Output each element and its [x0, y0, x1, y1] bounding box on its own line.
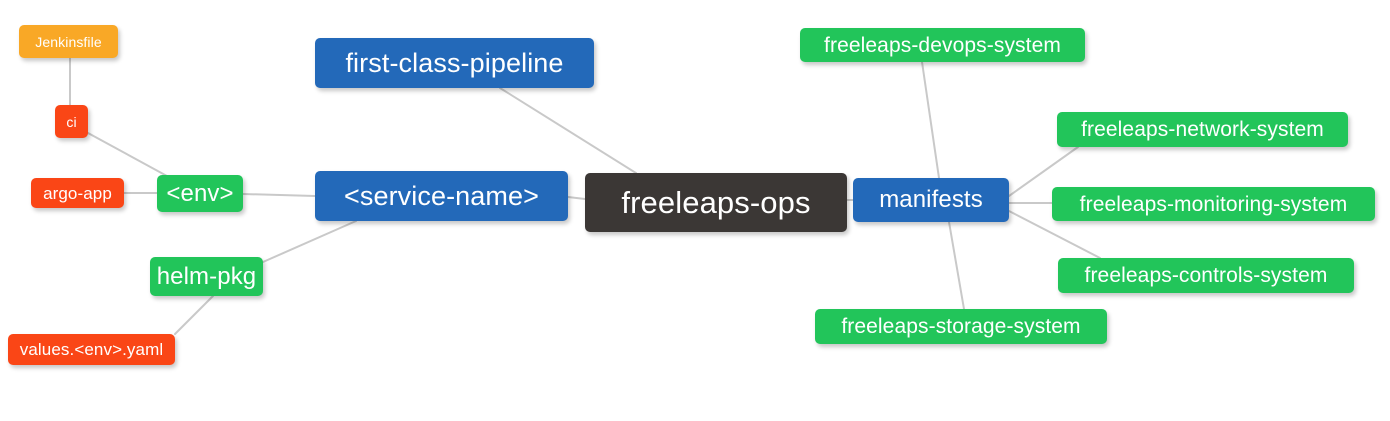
node-values-yaml[interactable]: values.<env>.yaml: [8, 334, 175, 365]
node-env[interactable]: <env>: [157, 175, 243, 212]
node-freeleaps-ops[interactable]: freeleaps-ops: [585, 173, 847, 232]
node-controls-system[interactable]: freeleaps-controls-system: [1058, 258, 1354, 293]
node-helm-pkg[interactable]: helm-pkg: [150, 257, 263, 296]
edge-values-yaml-to-helm-pkg: [174, 295, 214, 335]
edge-helm-pkg-to-service-name: [262, 220, 357, 263]
node-network-system[interactable]: freeleaps-network-system: [1057, 112, 1348, 147]
node-argo-app[interactable]: argo-app: [31, 178, 124, 208]
edge-service-name-to-freeleaps-ops: [567, 196, 586, 200]
node-manifests[interactable]: manifests: [853, 178, 1009, 222]
edge-first-class-pipeline-to-freeleaps-ops: [499, 87, 637, 174]
node-devops-system[interactable]: freeleaps-devops-system: [800, 28, 1085, 62]
edge-env-to-service-name: [242, 193, 316, 197]
edge-manifests-to-storage-system: [948, 221, 965, 310]
node-service-name[interactable]: <service-name>: [315, 171, 568, 221]
node-monitoring-system[interactable]: freeleaps-monitoring-system: [1052, 187, 1375, 221]
node-ci[interactable]: ci: [55, 105, 88, 138]
node-first-class-pipeline[interactable]: first-class-pipeline: [315, 38, 594, 88]
edge-manifests-to-devops-system: [921, 61, 940, 179]
node-storage-system[interactable]: freeleaps-storage-system: [815, 309, 1107, 344]
node-jenkinsfile[interactable]: Jenkinsfile: [19, 25, 118, 58]
